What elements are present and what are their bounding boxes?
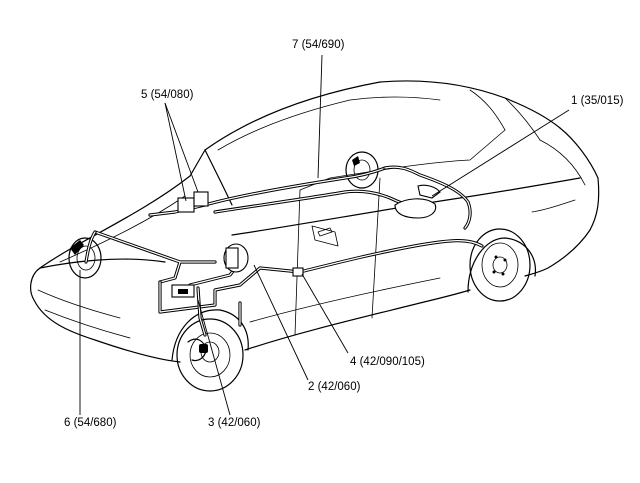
callout-3: 3 (42/060) — [208, 417, 261, 429]
body-side-crease — [249, 277, 441, 323]
mirror — [311, 225, 339, 247]
leader-3 — [197, 299, 231, 416]
body-side-lower — [244, 289, 471, 351]
callout-1: 1 (35/015) — [571, 95, 624, 107]
windshield-outline — [189, 149, 233, 206]
brake-booster — [223, 243, 249, 273]
bracket-5 — [177, 191, 209, 213]
hood-outline — [39, 175, 191, 269]
front-left-disc — [68, 237, 102, 279]
leader-5b — [164, 102, 199, 193]
door-line — [294, 177, 381, 336]
front-bumper — [30, 267, 181, 363]
rear-bumper — [524, 229, 591, 277]
body-side-upper — [231, 177, 581, 236]
pipe-7-rear-loop — [383, 165, 472, 230]
trunk-line — [531, 139, 586, 213]
rear-wheel — [469, 228, 531, 302]
rear-caliper — [394, 184, 441, 219]
pipe-front-cross — [93, 230, 217, 284]
leader-lines — [79, 54, 570, 416]
leader-2 — [253, 264, 309, 381]
hood-crease — [59, 195, 186, 263]
leader-7 — [317, 54, 323, 179]
callout-7: 7 (54/690) — [292, 39, 345, 51]
callout-4: 4 (42/090/105) — [350, 356, 425, 368]
front-wheel — [176, 318, 244, 392]
roof-outline — [204, 80, 561, 151]
front-wheel-arch — [171, 309, 249, 361]
rear-wheel-arch — [467, 237, 536, 293]
connector-block — [292, 267, 304, 277]
pipe-4 — [298, 239, 484, 274]
pressure-valve — [171, 284, 195, 298]
leader-4 — [301, 273, 349, 354]
callout-6: 6 (54/680) — [64, 417, 117, 429]
car-body — [30, 80, 600, 363]
leader-5a — [164, 102, 187, 202]
callout-2: 2 (42/060) — [308, 381, 361, 393]
rear-window — [469, 89, 541, 141]
callout-5: 5 (54/080) — [141, 89, 194, 101]
rear-right-disc — [345, 151, 379, 189]
leader-1 — [431, 109, 570, 197]
callout-labels: 1 (35/015) 7 (54/690) 5 (54/080) 4 (42/0… — [64, 39, 624, 429]
trunk-outline — [559, 127, 600, 231]
front-grille-line — [37, 289, 131, 339]
windshield-inner — [217, 96, 441, 151]
